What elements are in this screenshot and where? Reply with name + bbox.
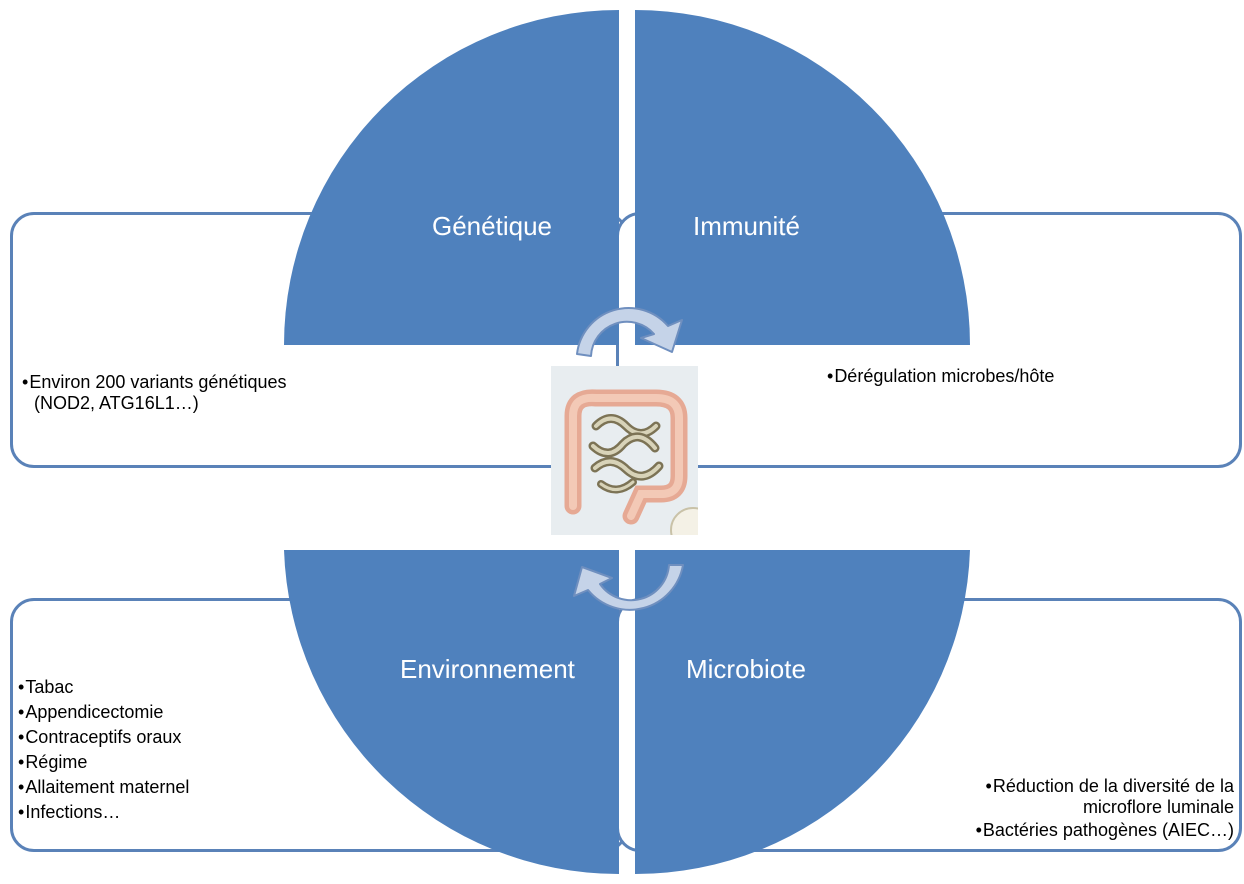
genetique-bullets: •Environ 200 variants génétiques (NOD2, … (22, 372, 286, 418)
intestine-illustration (551, 366, 698, 535)
cycle-arrow-bottom-icon (573, 564, 684, 611)
list-item: •Infections… (18, 802, 121, 822)
microbiote-bullets: •Réduction de la diversité de la microfl… (976, 776, 1234, 845)
intestine-icon (551, 366, 698, 535)
quadrant-environnement (284, 550, 619, 874)
quadrant-microbiote (635, 550, 970, 875)
quadrant-label-genetique: Génétique (432, 211, 552, 241)
list-item: •Environ 200 variants génétiques (NOD2, … (22, 372, 287, 413)
cycle-arrow-top-icon (576, 307, 683, 357)
list-item: •Appendicectomie (18, 702, 164, 722)
list-item: •Contraceptifs oraux (18, 727, 182, 747)
list-item: •Tabac (18, 677, 74, 697)
list-item: •Réduction de la diversité de la microfl… (985, 776, 1234, 817)
list-item: •Bactéries pathogènes (AIEC…) (975, 820, 1234, 840)
environnement-bullets: •Tabac •Appendicectomie •Contraceptifs o… (18, 677, 189, 827)
immunite-bullets: •Dérégulation microbes/hôte (827, 366, 1054, 391)
quadrant-genetique (284, 10, 619, 345)
quadrant-label-environnement: Environnement (400, 654, 575, 684)
quadrant-immunite (635, 10, 970, 345)
list-item: •Dérégulation microbes/hôte (827, 366, 1055, 386)
list-item: •Régime (18, 752, 88, 772)
list-item: •Allaitement maternel (18, 777, 190, 797)
quadrant-label-microbiote: Microbiote (686, 654, 806, 684)
quadrant-label-immunite: Immunité (693, 211, 800, 241)
